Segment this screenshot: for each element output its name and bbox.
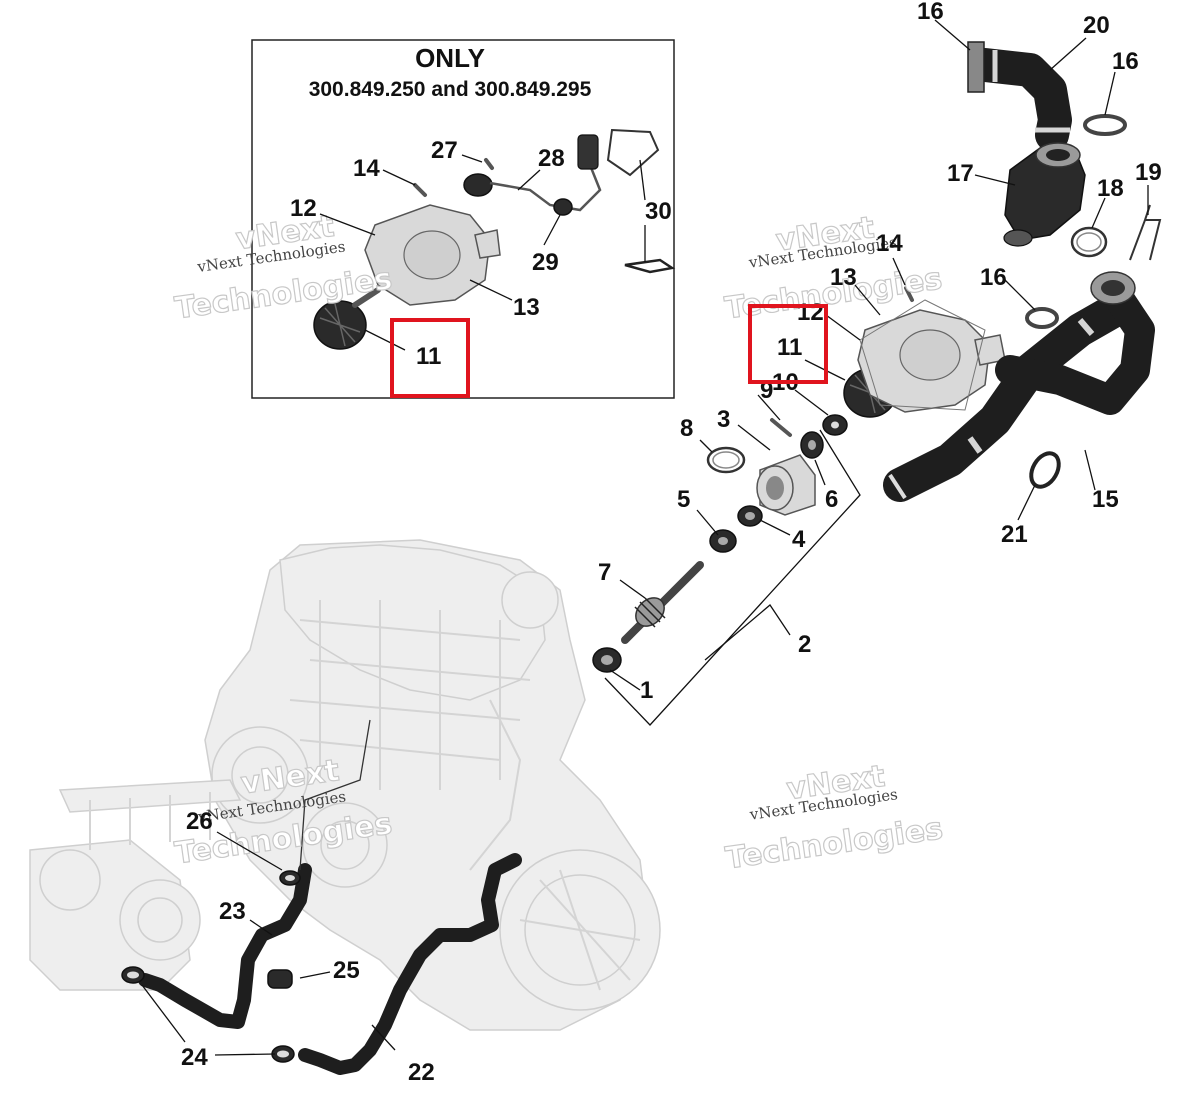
callout-30: 30 (645, 198, 672, 225)
bearing-4 (737, 505, 763, 527)
callout-11: 11 (777, 334, 802, 361)
bearing-5 (709, 529, 737, 553)
callout-24: 24 (181, 1044, 208, 1071)
shaft-gear-7 (621, 561, 704, 644)
callout-19: 19 (1135, 159, 1162, 186)
clamp-24b (271, 1045, 295, 1063)
hose-segment-25 (267, 969, 293, 989)
inset-screw-27 (484, 158, 494, 170)
callout-16: 16 (917, 0, 944, 25)
bracket-2 (604, 429, 861, 726)
callout-29: 29 (532, 249, 559, 276)
highlight-box-11[interactable] (748, 304, 828, 384)
callout-14-inset: 14 (353, 155, 380, 182)
callout-7: 7 (598, 559, 611, 586)
callouts: 1 2 3 4 5 6 7 8 9 10 11 12 13 14 15 16 1… (181, 0, 1162, 1086)
callout-21: 21 (1001, 521, 1028, 548)
clip-19 (1129, 204, 1162, 261)
watermark-big-line1: vNext (774, 210, 877, 258)
pump-cover-13 (857, 299, 1006, 413)
callout-2: 2 (798, 631, 811, 658)
inset-impeller-11 (313, 287, 381, 350)
clamp-16-top (967, 41, 985, 93)
inset-grommet-29 (553, 198, 573, 216)
callout-25: 25 (333, 957, 360, 984)
hose-20 (968, 48, 1072, 152)
hose-23 (138, 719, 371, 1029)
screw-14 (904, 286, 914, 302)
housing-17 (1003, 142, 1086, 247)
inset-pump-cover-12 (364, 204, 501, 306)
callout-1: 1 (640, 677, 653, 704)
inset-tie-30 (606, 128, 676, 274)
callout-23: 23 (219, 898, 246, 925)
callout-26: 26 (186, 808, 213, 835)
clamp-26 (279, 870, 301, 886)
callout-18: 18 (1097, 175, 1124, 202)
ring-18 (1070, 226, 1108, 258)
callout-12: 12 (797, 299, 824, 326)
callout-20: 20 (1083, 12, 1110, 39)
ring-8 (706, 446, 746, 474)
engine-ghost (29, 539, 661, 1031)
callout-13-inset: 13 (513, 294, 540, 321)
callout-4: 4 (792, 526, 806, 553)
hose-15 (883, 271, 1155, 502)
callout-11-inset: 11 (416, 343, 441, 370)
watermark-big-line1: vNext (234, 209, 337, 257)
inset-subtitle: 300.849.250 and 300.849.295 (309, 78, 592, 101)
callout-5: 5 (677, 486, 690, 513)
washer-10 (822, 414, 848, 436)
callout-27: 27 (431, 137, 458, 164)
clamp-16-right (1083, 114, 1127, 136)
inset-panel: ONLY 300.849.250 and 300.849.295 (251, 39, 676, 399)
clamp-21 (1029, 451, 1061, 489)
clamp-16-mid (1025, 307, 1059, 329)
callout-8: 8 (680, 415, 693, 442)
callout-6: 6 (825, 486, 838, 513)
callout-16-b: 16 (1112, 48, 1139, 75)
hose-22 (298, 853, 522, 1075)
clamp-24a (121, 966, 145, 984)
inset-title: ONLY (415, 43, 485, 73)
callout-12-inset: 12 (290, 195, 317, 222)
seal-1 (592, 647, 622, 673)
housing-3 (756, 454, 816, 516)
callout-14: 14 (876, 230, 903, 257)
callout-28: 28 (538, 145, 565, 172)
leader-lines (141, 19, 1149, 1056)
screw-9 (770, 418, 792, 437)
watermark-bottom-right: vNext Technologies vNext Technologies (723, 758, 946, 877)
callout-16-c: 16 (980, 264, 1007, 291)
inset-screw-14 (413, 183, 427, 197)
callout-13: 13 (830, 264, 857, 291)
highlight-box-inset-11[interactable] (390, 318, 470, 398)
callout-15: 15 (1092, 486, 1119, 513)
callout-22: 22 (408, 1059, 435, 1086)
callout-17: 17 (947, 160, 974, 187)
seal-6 (800, 431, 824, 459)
callout-3: 3 (717, 406, 730, 433)
